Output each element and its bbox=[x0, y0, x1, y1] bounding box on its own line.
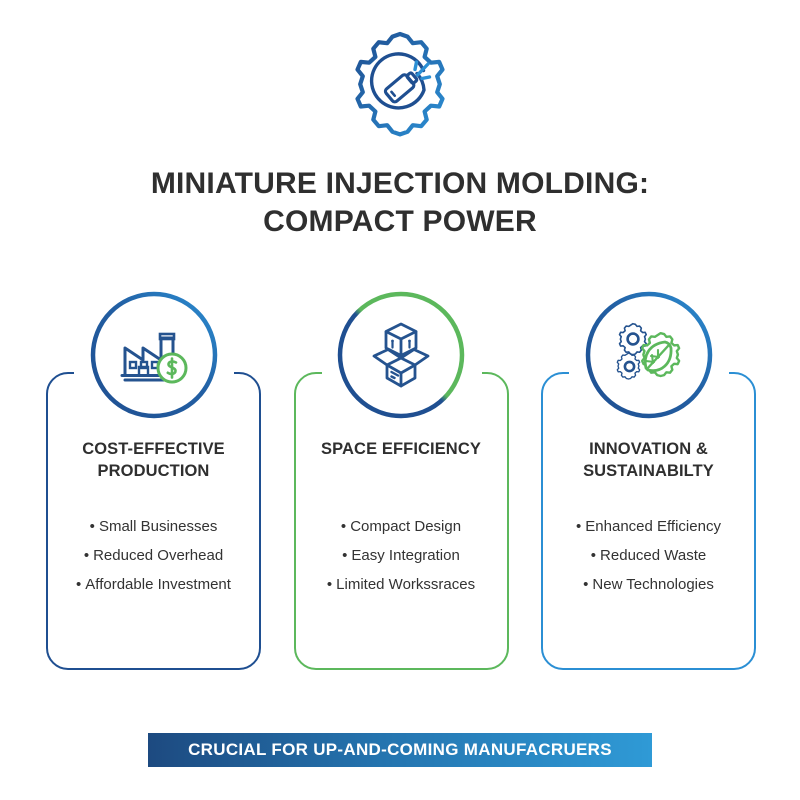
card-icon-circle bbox=[336, 290, 466, 420]
card-icon-circle bbox=[583, 290, 714, 420]
gear-injection-nozzle-icon bbox=[355, 31, 445, 137]
card-heading: SPACE EFFICIENCY bbox=[300, 438, 503, 460]
card-innovation-sustainability[interactable]: INNOVATION & SUSTAINABILTY •Enhanced Eff… bbox=[541, 290, 756, 670]
card-bullet-list: •Enhanced Efficiency •Reduced Waste •New… bbox=[545, 512, 752, 599]
bullet-icon: • bbox=[76, 576, 82, 593]
bullet-icon: • bbox=[89, 518, 95, 535]
list-item: •Affordable Investment bbox=[50, 570, 257, 599]
card-heading: COST-EFFECTIVE PRODUCTION bbox=[52, 438, 255, 482]
header-icon-container bbox=[0, 28, 800, 140]
list-item: •Enhanced Efficiency bbox=[545, 512, 752, 541]
open-box-package-icon bbox=[372, 322, 430, 388]
bullet-icon: • bbox=[326, 576, 333, 593]
circle-ring bbox=[90, 291, 217, 419]
card-heading-line-1: COST-EFFECTIVE bbox=[82, 440, 225, 458]
page-title: MINIATURE INJECTION MOLDING: COMPACT POW… bbox=[0, 165, 800, 241]
list-item-label: Compact Design bbox=[350, 518, 462, 535]
card-heading-line-1: INNOVATION & bbox=[589, 440, 708, 458]
bullet-icon: • bbox=[342, 547, 348, 564]
card-bullet-list: •Compact Design •Easy Integration •Limit… bbox=[298, 512, 505, 599]
card-border-box bbox=[541, 372, 756, 670]
card-bullet-list: •Small Businesses •Reduced Overhead •Aff… bbox=[50, 512, 257, 599]
cards-row: COST-EFFECTIVE PRODUCTION •Small Busines… bbox=[46, 290, 756, 670]
list-item: •Reduced Overhead bbox=[50, 541, 257, 570]
bullet-icon: • bbox=[83, 547, 90, 564]
card-heading: INNOVATION & SUSTAINABILTY bbox=[547, 438, 750, 482]
card-space-efficiency[interactable]: SPACE EFFICIENCY •Compact Design •Easy I… bbox=[293, 290, 509, 670]
bullet-icon: • bbox=[583, 576, 589, 593]
card-heading-line-1: SPACE EFFICIENCY bbox=[321, 440, 481, 458]
list-item: •Limited Workssraces bbox=[298, 570, 505, 599]
gears-leaf-icon bbox=[616, 322, 680, 380]
list-item: •Reduced Waste bbox=[545, 541, 752, 570]
list-item-label: Small Businesses bbox=[98, 518, 218, 535]
list-item-label: New Technologies bbox=[592, 576, 714, 593]
list-item-label: Easy Integration bbox=[351, 547, 460, 564]
bullet-icon: • bbox=[340, 518, 347, 535]
factory-dollar-icon bbox=[120, 332, 187, 384]
list-item-label: Affordable Investment bbox=[85, 576, 231, 593]
list-item: •Small Businesses bbox=[50, 512, 257, 541]
circle-ring bbox=[337, 291, 465, 419]
page-title-line-1: MINIATURE INJECTION MOLDING: bbox=[150, 167, 650, 200]
card-icon-circle bbox=[88, 290, 219, 420]
page-title-line-2: COMPACT POWER bbox=[263, 205, 537, 238]
card-heading-line-2: SUSTAINABILTY bbox=[583, 462, 714, 480]
list-item: •Easy Integration bbox=[298, 541, 505, 570]
card-heading-line-2: PRODUCTION bbox=[97, 462, 210, 480]
list-item-label: Reduced Overhead bbox=[93, 547, 224, 564]
circle-ring bbox=[585, 291, 712, 419]
list-item-label: Enhanced Efficiency bbox=[585, 518, 721, 535]
bullet-icon: • bbox=[576, 518, 582, 535]
footer-banner-text: CRUCIAL FOR UP-AND-COMING MANUFACRUERS bbox=[188, 740, 612, 759]
footer-banner: CRUCIAL FOR UP-AND-COMING MANUFACRUERS bbox=[148, 733, 652, 767]
list-item: •Compact Design bbox=[298, 512, 505, 541]
list-item: •New Technologies bbox=[545, 570, 752, 599]
bullet-icon: • bbox=[590, 547, 597, 564]
list-item-label: Limited Workssraces bbox=[336, 576, 476, 593]
card-cost-effective-production[interactable]: COST-EFFECTIVE PRODUCTION •Small Busines… bbox=[46, 290, 261, 670]
list-item-label: Reduced Waste bbox=[600, 547, 707, 564]
